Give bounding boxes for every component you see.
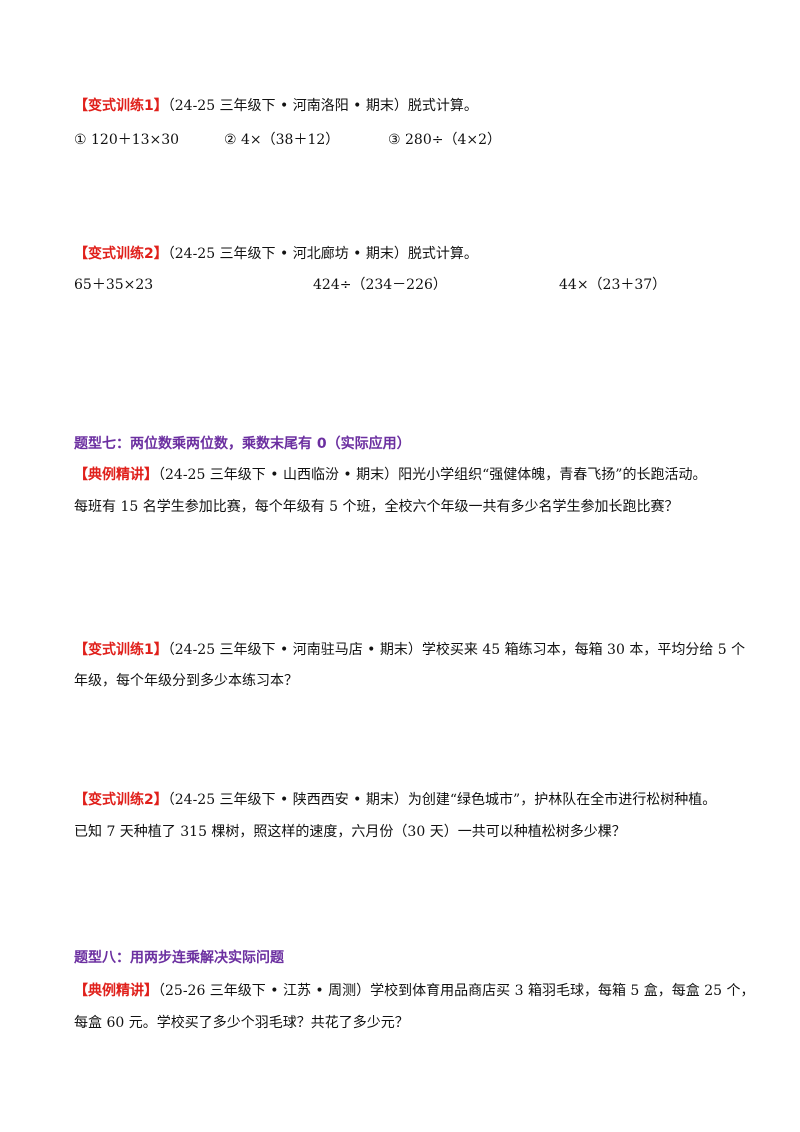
b1-source: （24-25 三年级下 • 河南洛阳 • 期末） <box>167 98 408 114</box>
b1-text: 脱式计算。 <box>407 98 478 114</box>
b2-item-2: 424÷（234－226） <box>313 277 447 293</box>
t7-v1-line2: 年级，每个年级分到多少本练习本？ <box>74 673 298 689</box>
t7-v2-line2: 已知 7 天种植了 315 棵树，照这样的速度，六月份（30 天）一共可以种植松… <box>74 824 626 840</box>
b1-item-3: ③ 280÷（4×2） <box>388 132 501 148</box>
t8-heading: 题型八：用两步连乘解决实际问题 <box>74 950 284 966</box>
t8-example: 【典例精讲】（25-26 三年级下 • 江苏 • 周测）学校到体育用品商店买 3… <box>74 981 754 1001</box>
b2-tag: 【变式训练2】 <box>74 246 168 262</box>
t7-ex-tag: 【典例精讲】 <box>74 467 158 483</box>
b1-item-1: ① 120＋13×30 <box>74 132 180 148</box>
b2-question: 【变式训练2】（24-25 三年级下 • 河北廊坊 • 期末）脱式计算。 <box>74 244 478 264</box>
t8-ex-tag: 【典例精讲】 <box>74 983 158 999</box>
t8-ex-line1: 学校到体育用品商店买 3 箱羽毛球，每箱 5 盒，每盒 25 个， <box>370 983 755 999</box>
t8-ex-line2: 每盒 60 元。学校买了多少个羽毛球？共花了多少元？ <box>74 1015 409 1031</box>
t7-v1: 【变式训练1】（24-25 三年级下 • 河南驻马店 • 期末）学校买来 45 … <box>74 640 745 660</box>
t7-v2: 【变式训练2】（24-25 三年级下 • 陕西西安 • 期末）为创建“绿色城市”… <box>74 790 716 810</box>
t7-heading: 题型七：两位数乘两位数，乘数末尾有 0（实际应用） <box>74 436 411 452</box>
t8-ex-source: （25-26 三年级下 • 江苏 • 周测） <box>158 983 371 999</box>
t7-v1-source: （24-25 三年级下 • 河南驻马店 • 期末） <box>167 642 422 658</box>
t7-v2-source: （24-25 三年级下 • 陕西西安 • 期末） <box>167 792 408 808</box>
t7-v1-tag: 【变式训练1】 <box>74 642 168 658</box>
b2-text: 脱式计算。 <box>407 246 478 262</box>
t7-v2-tag: 【变式训练2】 <box>74 792 168 808</box>
t7-ex-line2: 每班有 15 名学生参加比赛，每个年级有 5 个班，全校六个年级一共有多少名学生… <box>74 499 679 515</box>
b2-source: （24-25 三年级下 • 河北廊坊 • 期末） <box>167 246 408 262</box>
t7-ex-source: （24-25 三年级下 • 山西临汾 • 期末） <box>158 467 399 483</box>
t7-v2-line1: 为创建“绿色城市”，护林队在全市进行松树种植。 <box>407 792 717 808</box>
b2-item-3: 44×（23＋37） <box>559 277 667 293</box>
b1-item-2: ② 4×（38＋12） <box>224 132 340 148</box>
t7-v1-line1: 学校买来 45 箱练习本，每箱 30 本，平均分给 5 个 <box>421 642 746 658</box>
b2-item-1: 65＋35×23 <box>74 277 154 293</box>
t7-ex-line1: 阳光小学组织“强健体魄，青春飞扬”的长跑活动。 <box>398 467 707 483</box>
b1-tag: 【变式训练1】 <box>74 98 168 114</box>
t7-example: 【典例精讲】（24-25 三年级下 • 山西临汾 • 期末）阳光小学组织“强健体… <box>74 465 706 485</box>
b1-question: 【变式训练1】（24-25 三年级下 • 河南洛阳 • 期末）脱式计算。 <box>74 96 478 116</box>
